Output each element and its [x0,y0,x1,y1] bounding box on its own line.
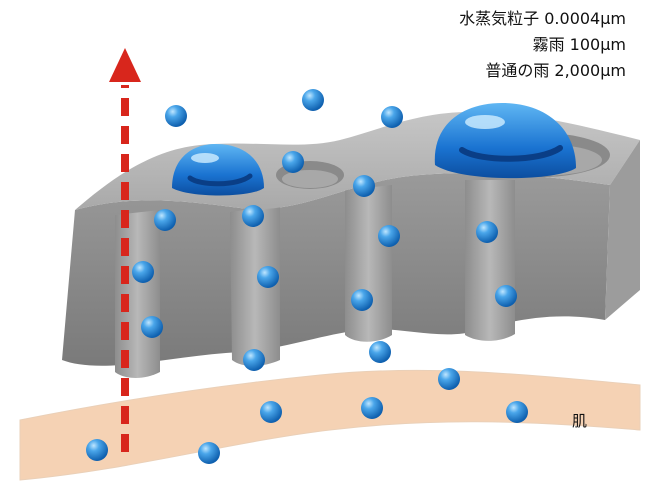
pore-channel [230,205,280,366]
surface-hole [282,170,338,188]
rain-droplet [172,144,264,196]
rain-droplet [434,103,576,179]
vapor-particle [242,205,264,227]
vapor-particle [257,266,279,288]
vapor-particle [132,261,154,283]
vapor-particle [86,439,108,461]
vapor-particle [378,225,400,247]
vapor-particle [476,221,498,243]
vapor-particle [141,316,163,338]
vapor-particle [361,397,383,419]
vapor-particle [243,349,265,371]
vapor-escape-arrow [109,48,141,452]
particle-size-legend: 水蒸気粒子 0.0004μm 霧雨 100μm 普通の雨 2,000μm [459,6,626,84]
vapor-particle [495,285,517,307]
vapor-particle [369,341,391,363]
pore-channel [345,185,392,342]
legend-drizzle: 霧雨 100μm [532,35,626,54]
vapor-particle [198,442,220,464]
vapor-particle [506,401,528,423]
vapor-particle [351,289,373,311]
vapor-particle [381,106,403,128]
vapor-particle [302,89,324,111]
vapor-particle [353,175,375,197]
fabric-right-side [605,140,640,320]
vapor-particle [260,401,282,423]
vapor-particle [282,151,304,173]
skin-label: 肌 [572,412,588,430]
pore-channel [465,180,515,341]
legend-rain: 普通の雨 2,000μm [485,61,626,80]
skin-layer [19,369,641,481]
vapor-particle [165,105,187,127]
vapor-particles [86,89,528,464]
vapor-particle [154,209,176,231]
legend-vapor: 水蒸気粒子 0.0004μm [459,9,626,28]
vapor-particle [438,368,460,390]
